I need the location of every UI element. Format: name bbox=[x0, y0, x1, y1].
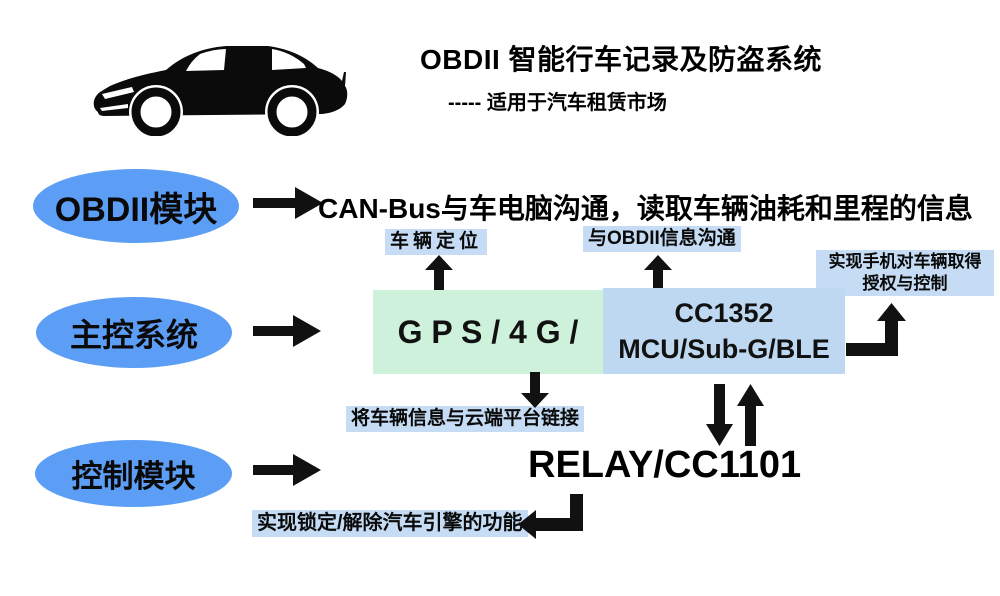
arrow-right-icon bbox=[253, 315, 321, 347]
arrow-up-icon bbox=[425, 255, 453, 291]
cloud-link-tag: 将车辆信息与云端平台链接 bbox=[346, 406, 585, 432]
cc1352-line2: MCU/Sub-G/BLE bbox=[618, 334, 830, 364]
phone-auth-line2: 授权与控制 bbox=[862, 274, 948, 293]
control-module-node: 控制模块 bbox=[35, 440, 232, 507]
cc1352-line1: CC1352 bbox=[674, 298, 774, 328]
main-control-node: 主控系统 bbox=[36, 297, 232, 368]
main-control-label: 主控系统 bbox=[69, 316, 198, 353]
arrow-down-icon bbox=[521, 372, 549, 408]
engine-lock-tag: 实现锁定/解除汽车引擎的功能 bbox=[252, 510, 528, 537]
arrow-right-icon bbox=[253, 454, 321, 486]
phone-auth-line1: 实现手机对车辆取得 bbox=[828, 252, 982, 271]
obdii-module-label: OBDII模块 bbox=[54, 190, 218, 229]
page-title: OBDII 智能行车记录及防盗系统 bbox=[420, 44, 823, 75]
arrow-up-down-icon bbox=[706, 384, 764, 446]
gps-4g-block: G P S / 4 G / bbox=[373, 290, 603, 374]
arrow-up-icon bbox=[644, 255, 672, 291]
obdii-description: CAN-Bus与车电脑沟通，读取车辆油耗和里程的信息 bbox=[318, 193, 973, 224]
obdii-comm-tag: 与OBDII信息沟通 bbox=[583, 226, 741, 252]
phone-auth-tag: 实现手机对车辆取得 授权与控制 bbox=[816, 250, 994, 296]
gps-4g-label: G P S / 4 G / bbox=[397, 313, 579, 350]
car-icon bbox=[88, 24, 350, 136]
elbow-arrow-up-icon bbox=[846, 303, 910, 357]
obdii-module-node: OBDII模块 bbox=[33, 169, 239, 243]
elbow-arrow-left-icon bbox=[518, 494, 584, 542]
relay-cc1101-label: RELAY/CC1101 bbox=[528, 444, 802, 486]
vehicle-location-tag: 车辆定位 bbox=[385, 229, 488, 255]
control-module-label: 控制模块 bbox=[71, 459, 196, 494]
page-subtitle: ----- 适用于汽车租赁市场 bbox=[448, 92, 667, 114]
arrow-right-icon bbox=[253, 187, 323, 219]
cc1352-block: CC1352 MCU/Sub-G/BLE bbox=[603, 288, 845, 374]
